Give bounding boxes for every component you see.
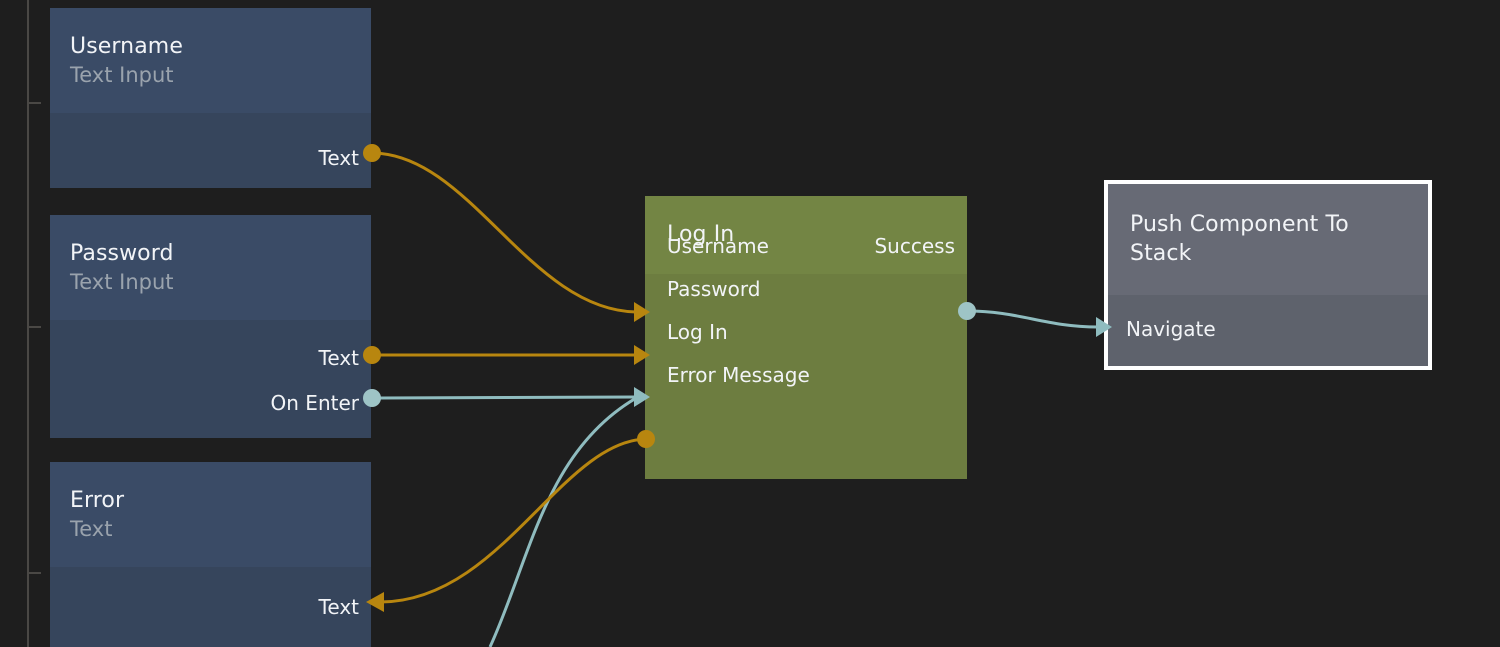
node-username-header[interactable]: Username Text Input — [50, 8, 371, 113]
node-log-in[interactable]: Log In Error Message Log In Password Use… — [645, 196, 967, 479]
port-label: Error Message — [667, 363, 810, 387]
node-password-subtitle: Text Input — [70, 270, 174, 294]
port-label: Text — [318, 146, 359, 170]
node-username-body: Text — [50, 113, 371, 188]
wire-login-errormessage-to-error-text[interactable] — [379, 437, 646, 604]
node-error-body: Text — [50, 567, 371, 647]
canvas-guide-tick — [29, 102, 41, 104]
node-push-component-title: Push Component To Stack — [1130, 212, 1356, 266]
node-username[interactable]: Username Text Input Text — [50, 8, 371, 188]
node-password-header[interactable]: Password Text Input — [50, 215, 371, 320]
node-error-title: Error — [70, 488, 125, 513]
port-password-text-out[interactable]: Text — [319, 345, 359, 371]
port-log-in-username-in[interactable]: Username — [667, 233, 769, 259]
port-push-component-navigate-in[interactable]: Navigate — [1126, 316, 1216, 342]
port-label: On Enter — [270, 391, 359, 415]
port-label: Success — [874, 234, 955, 258]
canvas-guide-tick — [29, 572, 41, 574]
port-password-on-enter-out[interactable]: On Enter — [271, 390, 359, 416]
node-log-in-body: Error Message Log In Password Username S… — [645, 234, 967, 479]
port-log-in-login-in[interactable]: Log In — [667, 319, 728, 345]
port-log-in-error-message-out[interactable]: Error Message — [667, 362, 810, 388]
node-error-subtitle: Text — [70, 517, 113, 541]
wire-offscreen-to-login-login[interactable] — [488, 395, 639, 647]
port-label: Text — [318, 346, 359, 370]
port-log-in-password-in[interactable]: Password — [667, 276, 760, 302]
node-password[interactable]: Password Text Input Text On Enter — [50, 215, 371, 438]
wire-login-success-to-push-navigate[interactable] — [966, 309, 1099, 329]
node-username-title: Username — [70, 34, 183, 59]
node-error-header[interactable]: Error Text — [50, 462, 371, 567]
node-log-in-header[interactable]: Log In — [645, 196, 967, 274]
port-error-text-in[interactable]: Text — [319, 594, 359, 620]
node-log-in-title: Log In — [667, 222, 735, 247]
canvas-guide-line — [27, 0, 29, 647]
node-password-title: Password — [70, 241, 174, 266]
canvas-guide-tick — [29, 326, 41, 328]
node-push-component-header[interactable]: Push Component To Stack — [1108, 184, 1428, 295]
node-push-component-to-stack[interactable]: Push Component To Stack Navigate — [1104, 180, 1432, 370]
port-log-in-success-out[interactable]: Success — [874, 233, 955, 259]
port-label: Text — [318, 595, 359, 619]
port-label: Navigate — [1126, 317, 1216, 341]
node-password-body: Text On Enter — [50, 320, 371, 438]
port-label: Password — [667, 277, 761, 301]
wire-username-text-to-login-username[interactable] — [371, 151, 639, 314]
wire-password-onenter-to-login-login[interactable] — [371, 395, 639, 400]
node-push-component-body: Navigate — [1108, 295, 1428, 366]
port-username-text-out[interactable]: Text — [319, 145, 359, 171]
port-label: Username — [667, 234, 769, 258]
node-error[interactable]: Error Text Text — [50, 462, 371, 647]
node-username-subtitle: Text Input — [70, 63, 174, 87]
port-label: Log In — [667, 320, 728, 344]
